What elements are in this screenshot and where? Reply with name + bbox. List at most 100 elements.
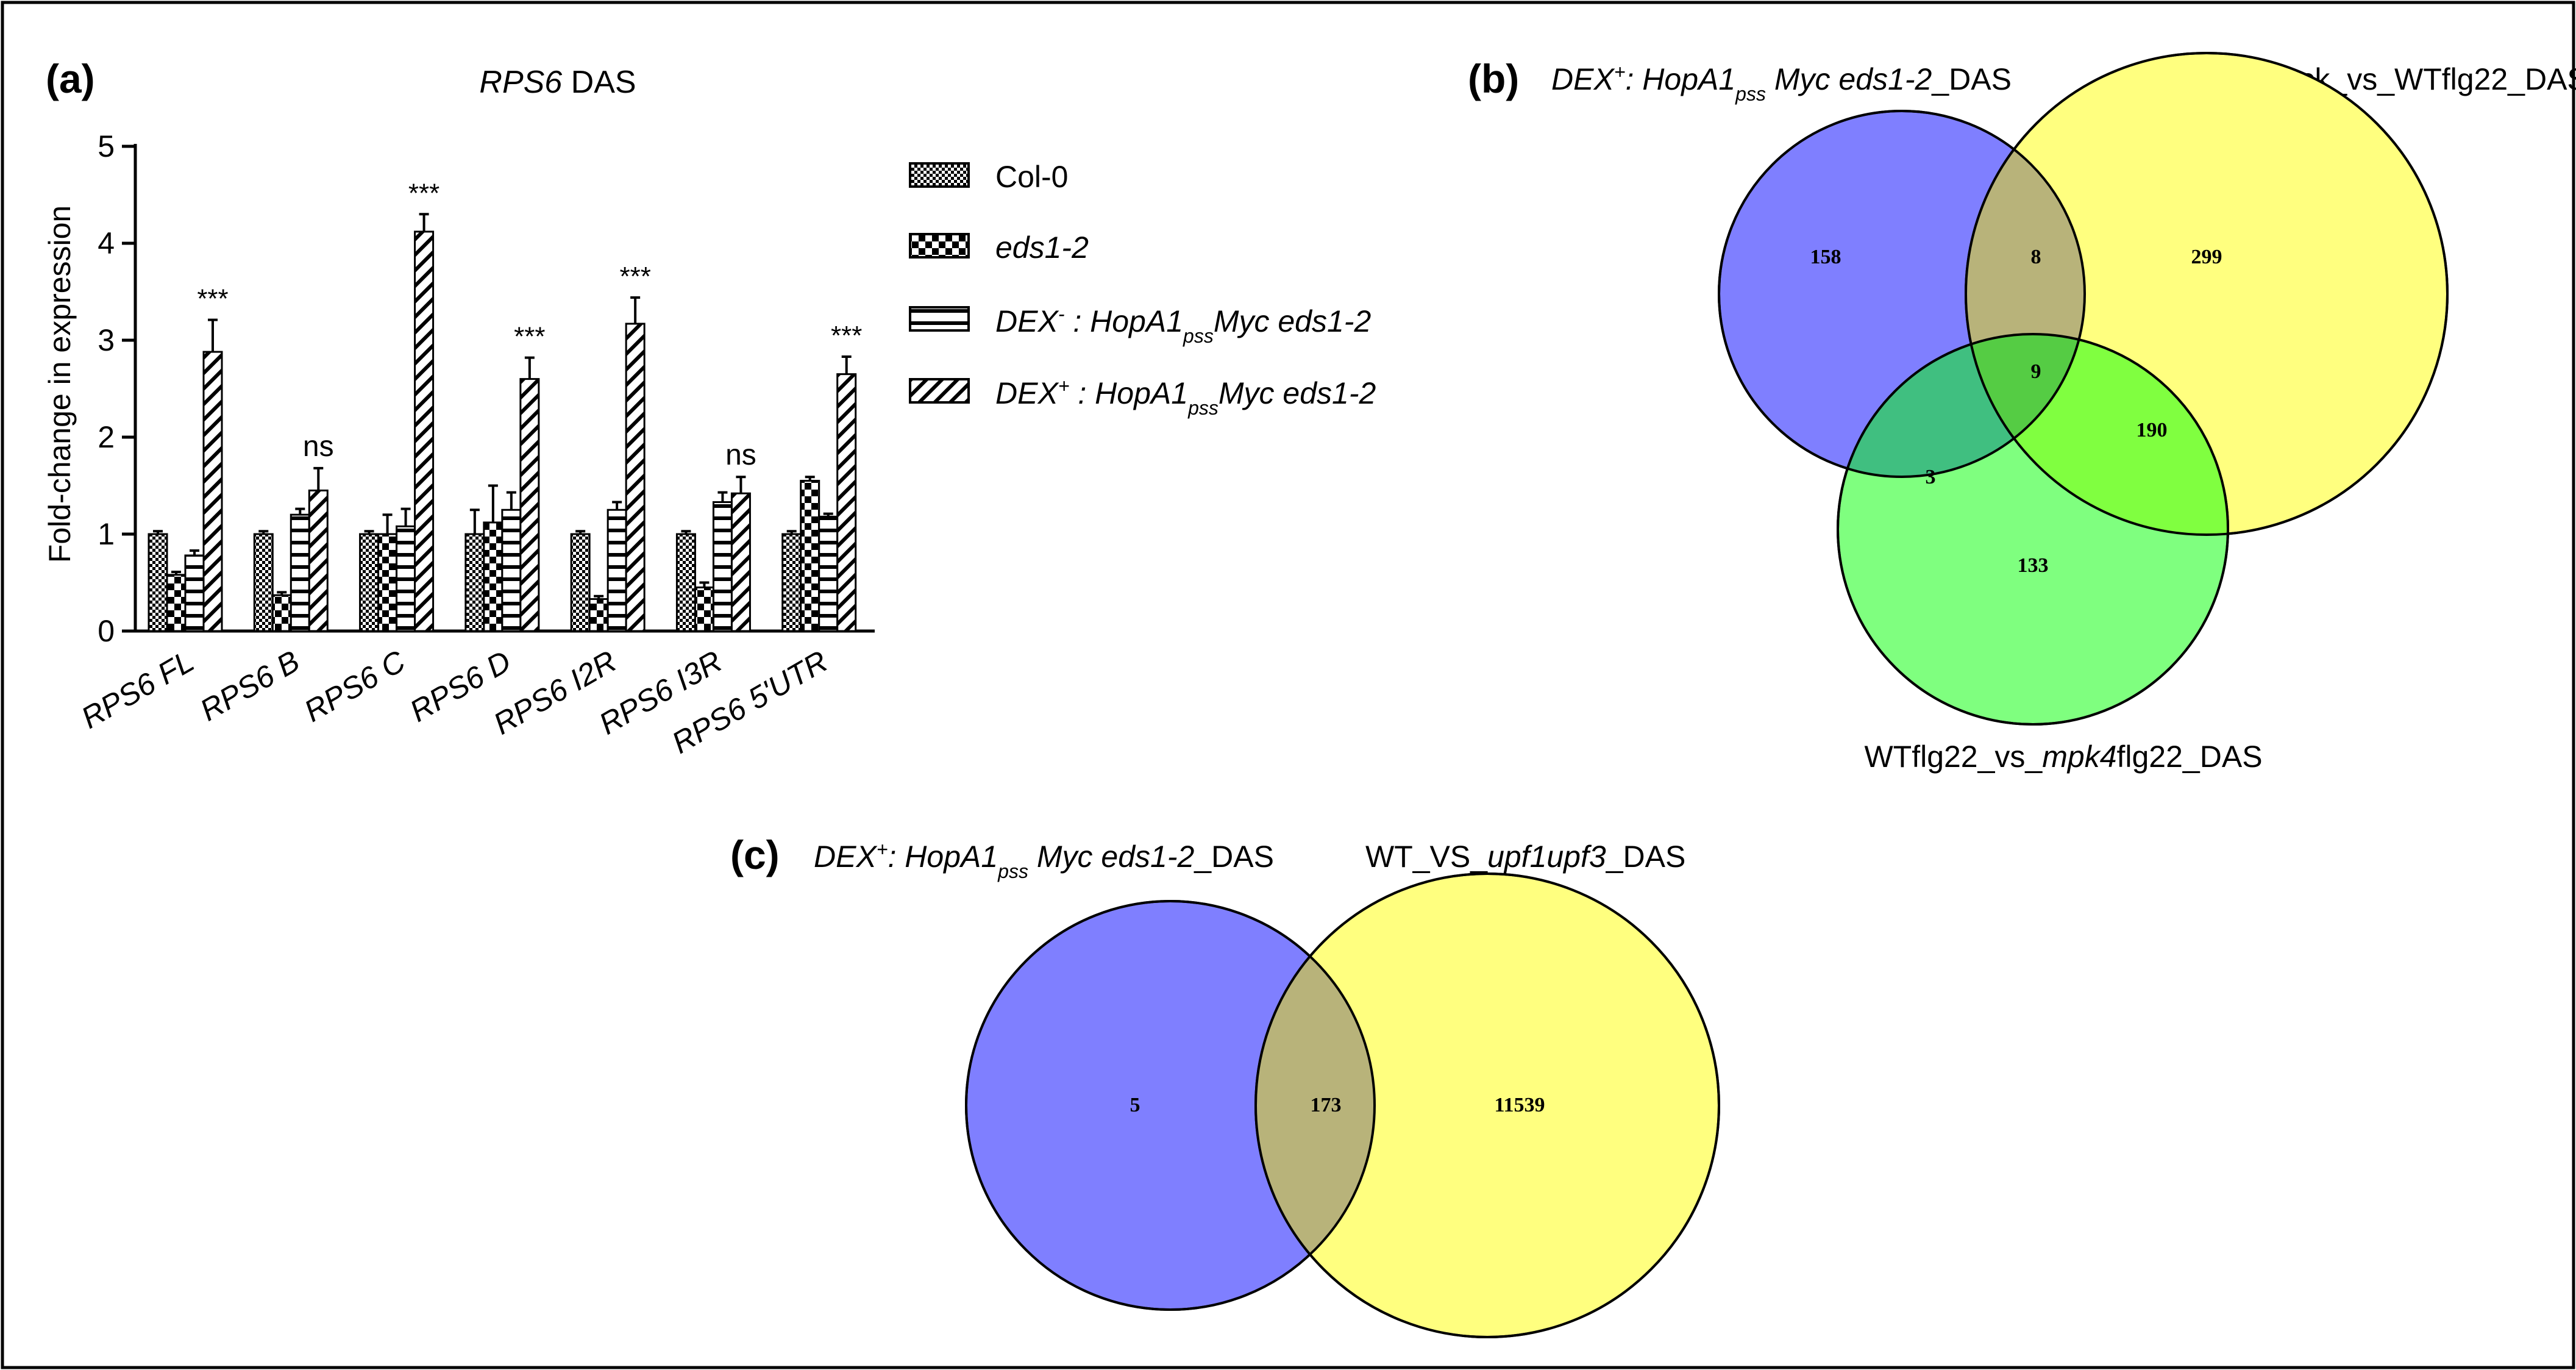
venn-b-circles [1718, 52, 2449, 726]
bar-eds1-2-3 [483, 521, 503, 632]
bar-col-0-0 [148, 533, 168, 632]
panel-c-venn: (c) DEX+: HopA1pss Myc eds1-2_DAS WT_VS_… [730, 832, 1720, 1338]
c-set1-sup: + [877, 838, 888, 860]
significance-label-5: ns [725, 439, 756, 471]
c-set1-mid: : HopA1 [888, 840, 998, 874]
legend-label-dex-minus: DEX- : HopA1pssMyc eds1-2 [995, 303, 1371, 347]
bar-col-0-1 [253, 533, 274, 632]
legend-dexm-sup: - [1058, 303, 1065, 325]
legend-dexm-prefix: DEX [995, 304, 1059, 338]
legend-entry-col-0: Col-0 [909, 160, 1068, 194]
venn-b-count-only3: 133 [2018, 554, 2049, 577]
venn-b-overlap-13 [1838, 334, 2085, 477]
venn-b-outline-set1 [1718, 110, 2086, 478]
b-set3-italic: mpk4 [2042, 740, 2116, 774]
b-set1-tail: _DAS [1931, 62, 2012, 96]
c-set1-suffix: Myc eds1-2 [1028, 840, 1195, 874]
legend-label-eds1-2: eds1-2 [995, 230, 1089, 265]
legend-swatch-eds1-2 [909, 233, 970, 259]
legend-entry-dex-plus: DEX+ : HopA1pssMyc eds1-2 [909, 375, 1376, 419]
venn-c-count-only1: 5 [1130, 1094, 1140, 1116]
bar-eds1-2-6 [800, 480, 820, 632]
significance-label-2: *** [408, 178, 439, 208]
venn-c-count-12: 173 [1311, 1094, 1342, 1116]
bar-dex-plus-3 [519, 378, 540, 632]
y-tick-label-2: 2 [98, 420, 115, 454]
legend-dexp-sup: + [1058, 375, 1070, 397]
chart-title-suffix: DAS [562, 65, 636, 100]
legend-entry-eds1-2: eds1-2 [909, 230, 1089, 265]
b-set1-suffix: Myc eds1-2 [1766, 62, 1932, 96]
c-set2-post: _DAS [1606, 840, 1686, 874]
legend-swatch-dex-plus [909, 378, 970, 404]
venn-c-outline-set2 [1254, 872, 1720, 1338]
x-tick-label-1: RPS6 B [194, 644, 305, 727]
chart-title-gene: RPS6 [479, 65, 562, 100]
bar-dex-minus-2 [396, 525, 416, 632]
c-set1-prefix: DEX [814, 840, 877, 874]
panel-a-bar-chart: (a) RPS6 DAS Fold-change in expression 0… [43, 56, 1376, 760]
venn-c-count-only2: 11539 [1494, 1094, 1545, 1116]
y-tick-label-0: 0 [98, 614, 115, 648]
panel-a-label: (a) [46, 56, 95, 101]
bar-dex-plus-6 [836, 373, 857, 632]
panel-b-label: (b) [1468, 56, 1519, 101]
legend-dexp-prefix: DEX [995, 376, 1059, 410]
venn-b-counts: 158 8 299 9 3 190 133 [1810, 246, 2222, 577]
bar-dex-minus-3 [501, 508, 522, 632]
venn-c-set1-label: DEX+: HopA1pss Myc eds1-2_DAS [814, 838, 1274, 882]
y-axis-label: Fold-change in expression [43, 205, 77, 563]
venn-b-count-only2: 299 [2191, 246, 2222, 268]
y-tick-label-1: 1 [98, 517, 115, 551]
bar-dex-plus-0 [202, 351, 223, 632]
b-set3-pre: WTflg22_vs_ [1864, 740, 2043, 774]
bar-dex-plus-5 [730, 492, 751, 632]
bar-col-0-3 [464, 533, 485, 632]
venn-b-set3-label: WTflg22_vs_mpk4flg22_DAS [1864, 740, 2262, 774]
bar-col-0-2 [359, 533, 380, 632]
bar-col-0-4 [570, 533, 591, 632]
bar-dex-plus-1 [308, 489, 329, 632]
significance-label-4: *** [619, 262, 650, 291]
legend-label-dex-plus: DEX+ : HopA1pssMyc eds1-2 [995, 375, 1376, 419]
bar-dex-plus-2 [414, 230, 435, 632]
y-tick-label-4: 4 [98, 226, 115, 260]
significance-labels: *** ns *** *** *** ns *** [197, 178, 862, 471]
legend-dexm-suffix: Myc eds1-2 [1214, 304, 1372, 338]
venn-b-count-only1: 158 [1810, 246, 1841, 268]
c-set1-tail: _DAS [1194, 840, 1274, 874]
x-tick-label-0: RPS6 FL [76, 644, 200, 735]
significance-label-1: ns [303, 430, 334, 463]
bar-eds1-2-0 [166, 574, 187, 632]
bar-eds1-2-2 [377, 533, 398, 632]
bar-col-0-5 [675, 533, 696, 632]
venn-b-set1-label: DEX+: HopA1pss Myc eds1-2_DAS [1551, 61, 2012, 105]
bar-dex-minus-5 [712, 501, 733, 632]
venn-c-counts: 5 173 11539 [1130, 1094, 1545, 1116]
b-set1-sup: + [1614, 61, 1626, 83]
significance-label-0: *** [197, 284, 228, 314]
legend-label-col-0: Col-0 [995, 160, 1068, 194]
panel-b-venn: (b) DEX+: HopA1pss Myc eds1-2_DAS WTmock… [1468, 52, 2576, 774]
legend: Col-0 eds1-2 DEX- : HopA1pssMyc eds1-2 D… [909, 160, 1376, 419]
b-set3-post: flg22_DAS [2117, 740, 2263, 774]
significance-label-6: *** [831, 321, 862, 351]
significance-label-3: *** [514, 322, 545, 352]
bar-dex-minus-0 [184, 554, 205, 632]
bar-dex-plus-4 [625, 323, 646, 632]
c-set1-sub: pss [997, 860, 1028, 882]
chart-title: RPS6 DAS [479, 65, 636, 100]
venn-c-circles [965, 872, 1720, 1338]
legend-dexm-mid: : HopA1 [1064, 304, 1183, 338]
c-set2-italic: upf1upf3 [1487, 840, 1606, 874]
bar-eds1-2-4 [588, 598, 609, 632]
bar-dex-minus-1 [290, 513, 310, 632]
bar-col-0-6 [781, 533, 802, 632]
panel-c-label: (c) [730, 832, 780, 877]
legend-dexp-suffix: Myc eds1-2 [1219, 376, 1376, 410]
b-set1-sub: pss [1735, 83, 1766, 105]
legend-swatch-dex-minus [909, 306, 970, 332]
